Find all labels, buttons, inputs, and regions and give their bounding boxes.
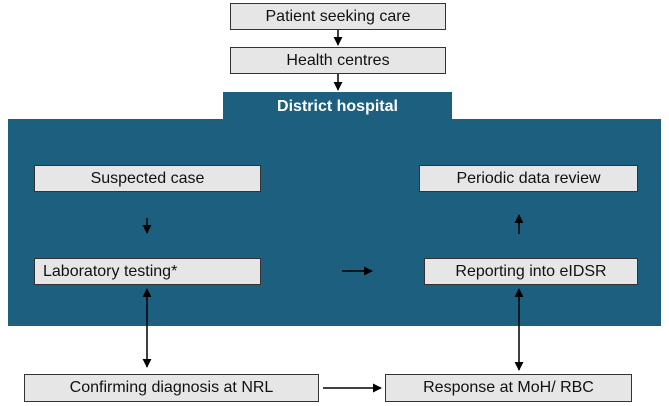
laboratory-testing-box: Laboratory testing* — [34, 258, 261, 285]
health-centres-box: Health centres — [230, 47, 446, 74]
district-hospital-panel — [8, 119, 661, 326]
reporting-eidsr-box: Reporting into eIDSR — [424, 258, 638, 285]
patient-seeking-care-box: Patient seeking care — [230, 3, 446, 30]
suspected-case-box: Suspected case — [34, 165, 261, 192]
confirming-diagnosis-box: Confirming diagnosis at NRL — [24, 374, 319, 402]
periodic-data-review-box: Periodic data review — [419, 165, 638, 192]
response-moh-box: Response at MoH/ RBC — [385, 374, 632, 402]
district-hospital-label: District hospital — [223, 92, 452, 121]
